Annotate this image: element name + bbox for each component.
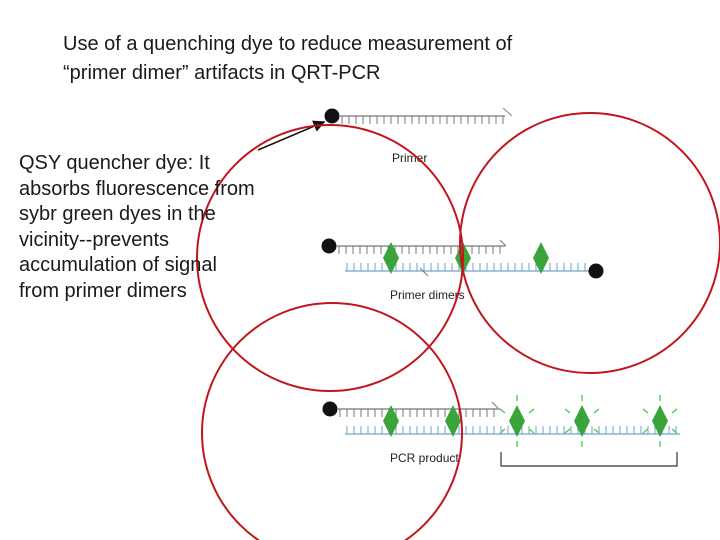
- sybr-dye-dimer: [383, 242, 399, 274]
- fluorescence-glow: [593, 408, 600, 414]
- highlight-circle-bottom: [201, 302, 463, 540]
- pcr-tick: [491, 401, 499, 409]
- fluorescence-glow: [564, 408, 571, 414]
- primer-end-tick: [502, 107, 513, 117]
- note-line-2: absorbs fluorescence from: [19, 177, 255, 200]
- dimer-dye-group: [383, 242, 549, 274]
- fluorescence-glow: [671, 408, 678, 414]
- highlight-circle-right: [459, 112, 720, 374]
- sybr-dye-pcr-fluorescent: [574, 405, 590, 437]
- fluorescence-glow: [564, 428, 571, 434]
- sybr-dye-pcr-fluorescent: [652, 405, 668, 437]
- label-pcr-product: PCR product: [390, 451, 459, 465]
- quencher-dot-pcr: [322, 401, 338, 417]
- quencher-dot-dimer-left: [321, 238, 337, 254]
- label-primer-dimers: Primer dimers: [390, 288, 465, 302]
- slide-title: Use of a quenching dye to reduce measure…: [63, 30, 663, 88]
- fluorescence-glow: [528, 428, 535, 434]
- primer-dimer-strand: [337, 245, 590, 272]
- quencher-dot-dimer-right: [588, 263, 604, 279]
- primer-dimer-row: Primer dimers: [321, 238, 604, 302]
- note-line-6: from primer dimers: [19, 279, 187, 302]
- fluorescence-glow: [671, 428, 678, 434]
- fluorescence-glow: [499, 408, 506, 414]
- title-line-2: “primer dimer” artifacts in QRT-PCR: [63, 62, 381, 84]
- quencher-dot-primer: [324, 108, 340, 124]
- pcr-glow-group: [499, 395, 678, 447]
- fluorescence-glow: [593, 428, 600, 434]
- sybr-dye-pcr: [445, 405, 461, 437]
- fluorescence-glow: [528, 408, 535, 414]
- sybr-dye-pcr-fluorescent: [509, 405, 525, 437]
- title-line-1: Use of a quenching dye to reduce measure…: [63, 33, 513, 55]
- fluorescence-glow: [499, 428, 506, 434]
- pcr-product-row: PCR product: [322, 395, 680, 467]
- note-line-3: sybr green dyes in the: [19, 203, 216, 225]
- primer-strand: [340, 107, 513, 124]
- signal-bracket: [500, 452, 678, 467]
- pcr-dye-group: [383, 405, 668, 437]
- sybr-dye-dimer: [533, 242, 549, 274]
- dimer-tick: [419, 267, 429, 277]
- note-line-4: vicinity--prevents: [19, 228, 170, 251]
- fluorescence-glow: [642, 408, 649, 414]
- fluorescence-glow: [642, 428, 649, 434]
- label-primer: Primer: [392, 151, 427, 165]
- note-line-5: accumulation of signal: [19, 254, 217, 276]
- primer-row: Primer: [324, 107, 513, 165]
- note-line-1: QSY quencher dye: It: [19, 152, 210, 174]
- highlight-circle-top: [196, 124, 464, 392]
- dimer-tick-2: [499, 239, 507, 247]
- quencher-note: QSY quencher dye: It absorbs fluorescenc…: [19, 151, 319, 304]
- sybr-dye-pcr: [383, 405, 399, 437]
